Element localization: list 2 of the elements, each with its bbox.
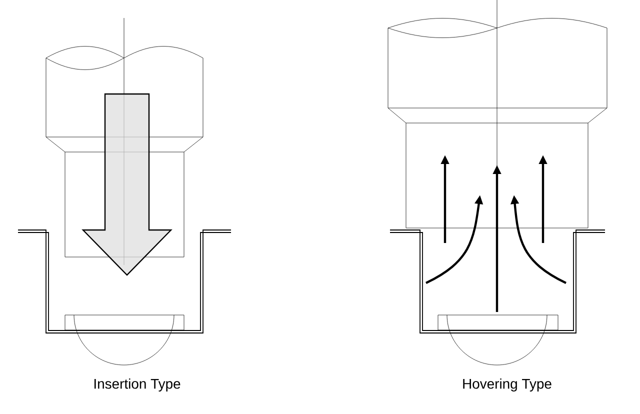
caption-text: Hovering Type — [463, 378, 552, 392]
caption-text: Insertion Type — [94, 378, 180, 392]
